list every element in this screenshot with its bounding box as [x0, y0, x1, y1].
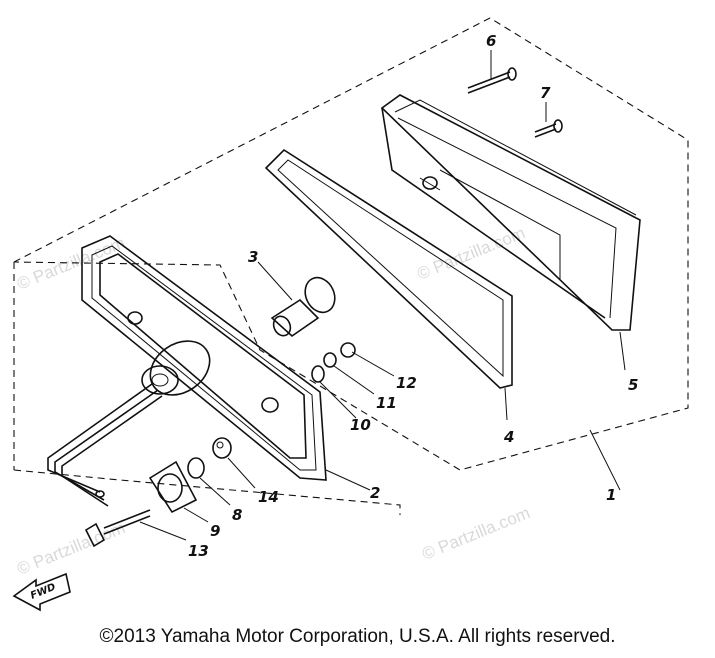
callout-1: 1: [606, 486, 616, 504]
callout-2: 2: [370, 484, 380, 502]
callout-9: 9: [210, 522, 220, 540]
copyright-notice: ©2013 Yamaha Motor Corporation, U.S.A. A…: [99, 626, 616, 647]
callout-14: 14: [258, 488, 279, 506]
nut-10: [311, 365, 325, 383]
fwd-arrow-icon: FWD: [12, 572, 71, 612]
spacer-8: [187, 457, 205, 479]
watermark: © Partzilla.com: [419, 503, 532, 564]
callout-7: 7: [540, 84, 551, 102]
lamp-base: [81, 235, 327, 481]
nut-12: [340, 342, 356, 358]
bolt-13: [84, 509, 151, 548]
washer-14: [212, 437, 232, 459]
callout-12: 12: [396, 374, 417, 392]
callout-6: 6: [486, 32, 496, 50]
housing-lens: [380, 94, 641, 331]
callout-8: 8: [232, 506, 242, 524]
leader-lines: [139, 50, 626, 541]
washer-11: [323, 352, 337, 368]
subassembly-boundary: [13, 469, 401, 515]
wire-harness: [47, 383, 163, 507]
callout-3: 3: [248, 248, 258, 266]
watermark: © Partzilla.com: [14, 518, 127, 579]
bulb: [270, 276, 336, 338]
callout-11: 11: [376, 394, 397, 412]
callout-5: 5: [628, 376, 638, 394]
callout-13: 13: [188, 542, 209, 560]
grommet-9: [148, 460, 198, 514]
screw-6: [467, 67, 517, 94]
assembly-boundary: [13, 17, 689, 471]
callout-4: 4: [503, 428, 514, 446]
callout-10: 10: [350, 416, 371, 434]
screw-7: [534, 119, 563, 138]
gasket: [264, 148, 513, 389]
